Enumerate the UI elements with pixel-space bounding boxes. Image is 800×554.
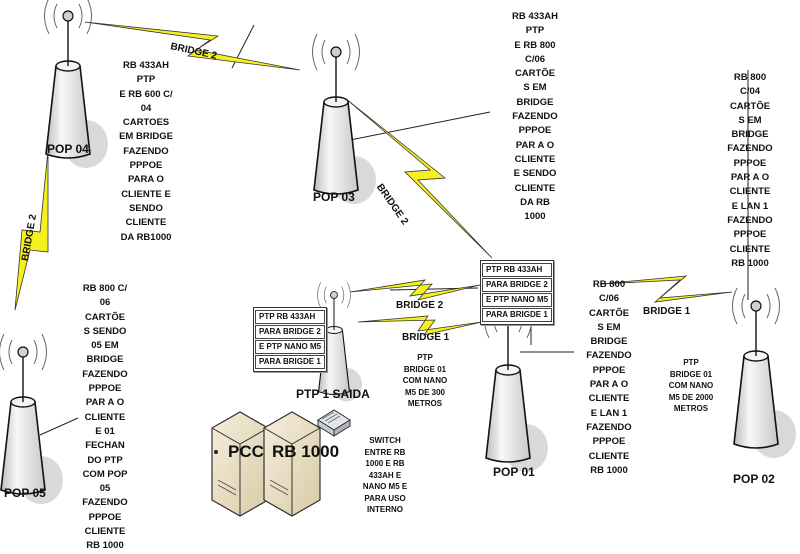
link-bolts [14,21,733,336]
node-label-ptp1: PTP 1 SAIDA [296,387,370,401]
network-diagram [0,0,797,517]
info-box-line: E PTP NANO M5 [482,293,553,307]
switch-icon [317,409,351,437]
note-ptp-300m: PTP BRIDGE 01 COM NANO M5 DE 300 METROS [402,353,448,408]
info-box-pop01: PTP RB 433AH PARA BRIDGE 2 E PTP NANO M5… [480,260,555,325]
note-switch: SWITCH ENTRE RB 1000 E RB 433AH E NANO M… [362,436,408,514]
bolt-pop03-pop01 [344,97,493,259]
note-pop02: RB 800 C/04 CARTÕE S EM BRIDGE FAZENDO P… [727,72,773,269]
node-label-pop03: POP 03 [313,190,355,204]
link-label-ptp-bridge1: BRIDGE 1 [402,332,450,343]
info-box-line: PARA BRIGDE 1 [482,308,553,322]
bolt-pop01-pop02 [599,275,733,303]
info-box-line: PARA BRIGDE 1 [255,355,326,369]
server-pcc [211,411,269,517]
bolt-pop04-pop05 [14,149,49,311]
server-rb1000 [263,411,321,517]
bolt-ptp-bridge2 [349,279,481,301]
info-box-line: E PTP NANO M5 [255,340,326,354]
tower-pop02 [731,287,797,459]
server-label-pcc: PCC [228,442,264,461]
info-box-line: PTP RB 433AH [482,263,553,277]
info-box-line: PARA BRIDGE 2 [482,278,553,292]
node-label-pop04: POP 04 [47,142,89,156]
tower-pop01 [483,301,549,473]
note-pop05: RB 800 C/ 06 CARTÕE S SENDO 05 EM BRIDGE… [82,283,128,552]
node-label-pop01: POP 01 [493,465,535,479]
node-label-pop02: POP 02 [733,472,775,486]
info-box-line: PTP RB 433AH [255,310,326,324]
link-label-pop01-pop02: BRIDGE 1 [643,306,691,317]
tower-pop03 [311,33,377,205]
note-pop03: RB 433AH PTP E RB 800 C/06 CARTÕE S EM B… [512,11,558,223]
bolt-pop04-pop03 [84,21,301,71]
line-pop03-note [349,111,491,141]
note-pop01: RB 800 C/06 CARTÕE S EM BRIDGE FAZENDO P… [586,279,632,476]
server-label-rb1000: RB 1000 [272,442,340,461]
note-ptp-2000m: PTP BRIDGE 01 COM NANO M5 DE 2000 METROS [668,358,714,413]
line-pop05-note [39,417,79,436]
info-box-ptp1: PTP RB 433AH PARA BRIDGE 2 E PTP NANO M5… [253,307,328,372]
note-pop04: RB 433AH PTP E RB 600 C/ 04 CARTOES EM B… [119,60,173,243]
info-box-line: PARA BRIDGE 2 [255,325,326,339]
node-label-pop05: POP 05 [4,486,46,500]
tower-pop05 [0,333,64,505]
link-label-ptp-bridge2: BRIDGE 2 [396,300,444,311]
